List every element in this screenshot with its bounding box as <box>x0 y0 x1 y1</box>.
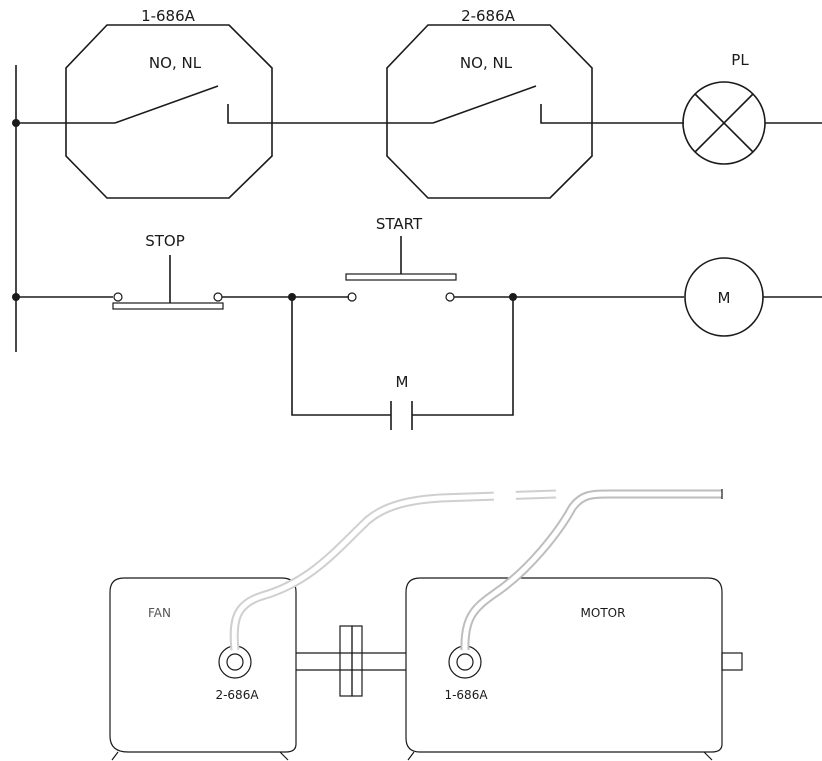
fan-switch-inner <box>226 653 244 671</box>
switch-2-octagon <box>386 24 593 199</box>
switch-1-686a: NO, NL 1-686A <box>65 7 433 199</box>
switch-2-label: 2-686A <box>461 7 516 25</box>
coupling-flange-left <box>339 625 353 697</box>
stop-label: STOP <box>145 232 185 250</box>
pilot-light-label: PL <box>731 51 749 69</box>
switch-2-contact-type: NO, NL <box>460 54 513 72</box>
installation-drawing: FAN 2-686A MOTOR 1-686A <box>109 489 743 761</box>
conduit-fan-outer <box>229 489 557 651</box>
conduit-motor-outer <box>460 489 722 651</box>
fan-body <box>109 577 297 753</box>
motor-shaft-end <box>721 652 743 671</box>
holding-branch-wire-left <box>291 297 391 416</box>
switch-2-686a: NO, NL 2-686A <box>386 7 684 199</box>
motor-switch-label: 1-686A <box>444 688 488 702</box>
motor-switch-circle <box>448 645 482 679</box>
holding-contact-label: M <box>396 373 409 391</box>
rung-2-motor-circuit: STOP START M M <box>12 215 822 430</box>
motor-housing: MOTOR 1-686A <box>405 577 743 761</box>
start-terminal-right <box>445 292 455 302</box>
stop-terminal-left <box>113 292 123 302</box>
motor-label: MOTOR <box>581 606 626 620</box>
switch-1-octagon <box>65 24 273 199</box>
start-label: START <box>376 215 423 233</box>
fan-label: FAN <box>148 606 171 620</box>
junction-dot <box>12 293 20 301</box>
shaft-coupling <box>296 625 406 697</box>
holding-contact-branch: M <box>291 297 514 430</box>
motor-coil-label: M <box>718 289 731 307</box>
pilot-light-cross-b <box>694 93 754 153</box>
start-bar <box>345 273 457 281</box>
motor-body <box>405 577 723 753</box>
rung-1-pilot-circuit: NO, NL 1-686A NO, NL 2-686A PL <box>12 7 822 199</box>
switch-2-blade <box>432 85 537 124</box>
stop-terminal-right <box>213 292 223 302</box>
switch-1-blade <box>114 85 219 124</box>
fan-housing: FAN 2-686A <box>109 577 297 761</box>
motor-switch-inner <box>456 653 474 671</box>
fan-feet <box>111 751 289 761</box>
coupling-flange-right <box>351 625 363 697</box>
start-terminal-left <box>347 292 357 302</box>
fan-switch-label: 2-686A <box>215 688 259 702</box>
stop-bar <box>112 302 224 310</box>
conduit-motor-inner <box>462 491 722 651</box>
motor-feet <box>407 751 713 761</box>
switch-2-contact-wire <box>540 104 684 124</box>
conduit-fan-inner <box>231 491 557 651</box>
fan-switch-circle <box>218 645 252 679</box>
stop-pushbutton: STOP <box>112 232 224 310</box>
start-pushbutton: START <box>345 215 457 302</box>
motor-switch-conduit <box>460 489 723 651</box>
motor-coil: M <box>684 257 764 337</box>
switch-1-contact-type: NO, NL <box>149 54 202 72</box>
holding-branch-wire-right <box>412 297 514 416</box>
switch-1-label: 1-686A <box>141 7 196 25</box>
pilot-light: PL <box>682 51 766 165</box>
switch-1-contact-wire <box>227 104 433 124</box>
fan-switch-conduit <box>229 489 557 651</box>
junction-dot <box>12 119 20 127</box>
